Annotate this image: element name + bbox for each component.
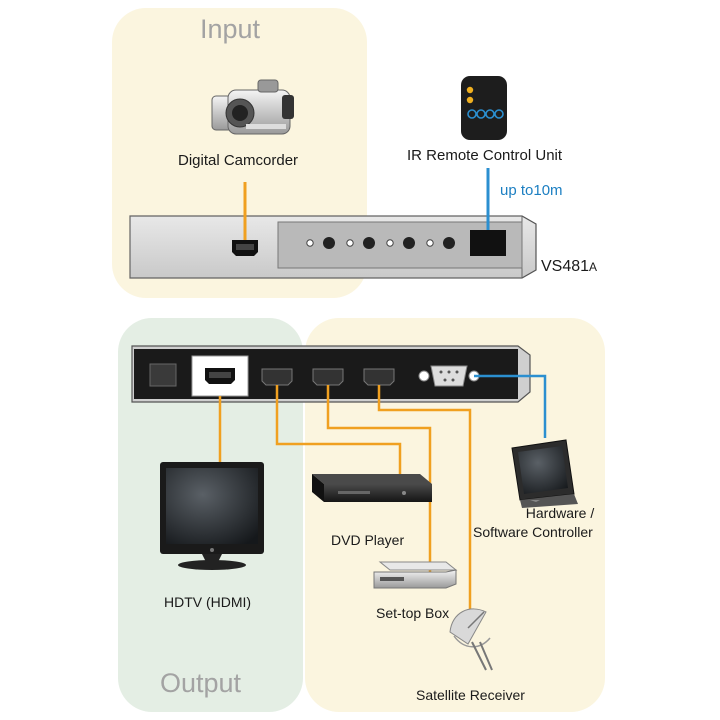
dvd-player-icon (312, 474, 432, 502)
controller-label-line1: Hardware / (525, 505, 595, 521)
front-led (306, 239, 314, 247)
hdmi-input-port (261, 368, 293, 386)
front-led (346, 239, 354, 247)
hdmi-input-port (363, 368, 395, 386)
front-button (403, 237, 415, 249)
hdmi-input-port (312, 368, 344, 386)
dvd-label: DVD Player (331, 532, 405, 548)
touch-panel-controller-icon (511, 439, 578, 508)
front-hdmi-port (232, 240, 258, 256)
controller-cable (474, 374, 547, 438)
model-name: VS481 (541, 258, 590, 275)
front-button (323, 237, 335, 249)
settop-box-icon (373, 561, 458, 589)
front-led (426, 239, 434, 247)
camcorder-icon (211, 79, 294, 135)
ir-remote-icon (461, 76, 507, 140)
input-title: Input (200, 14, 261, 44)
output-title: Output (160, 668, 242, 698)
front-led (386, 239, 394, 247)
ir-receiver-window (470, 230, 506, 256)
satellite-label: Satellite Receiver (416, 687, 525, 703)
front-button (443, 237, 455, 249)
front-button (363, 237, 375, 249)
model-suffix: A (589, 260, 598, 274)
hdmi-output-port (205, 368, 235, 384)
ir-range-label: up to10m (500, 182, 563, 199)
camcorder-label: Digital Camcorder (178, 152, 299, 169)
satellite-cable (377, 385, 472, 628)
hdtv-label: HDTV (HDMI) (164, 594, 252, 610)
satellite-dish-icon (449, 608, 493, 671)
model-label: VS481A (541, 258, 597, 276)
settop-label: Set-top Box (376, 605, 450, 621)
ir-remote-label: IR Remote Control Unit (407, 147, 563, 164)
hdtv-icon (160, 462, 264, 570)
dvd-cable (275, 385, 402, 474)
controller-label-line2: Software Controller (473, 524, 593, 540)
